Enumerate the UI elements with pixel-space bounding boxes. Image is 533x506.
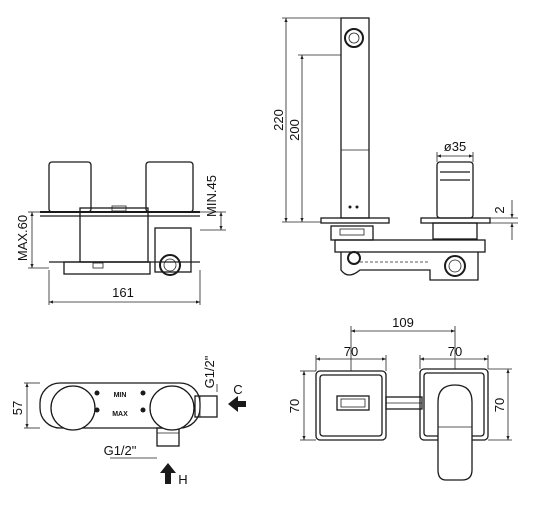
plate-right-handle <box>437 384 473 481</box>
side-outlet-inner <box>448 259 462 273</box>
label-c: C <box>233 382 242 397</box>
top-bottom-connector <box>156 427 180 447</box>
plate-left <box>315 370 387 441</box>
label-min45: MIN.45 <box>204 175 219 217</box>
side-handle-grooves <box>440 171 470 181</box>
side-spout-outlet-inner <box>348 32 360 44</box>
label-dia35: ø35 <box>444 139 466 154</box>
side-inlet-ring <box>347 251 361 265</box>
side-body-slot <box>339 228 365 236</box>
label-70-right: 70 <box>448 344 462 359</box>
label-220: 220 <box>271 109 286 131</box>
side-plate-left <box>320 217 390 224</box>
front-connector <box>154 227 192 273</box>
label-161: 161 <box>112 285 134 300</box>
label-57: 57 <box>10 401 25 415</box>
label-g12-right: G1/2" <box>202 355 217 388</box>
label-200: 200 <box>287 119 302 141</box>
plate-left-inner <box>319 374 383 437</box>
side-handle-nut <box>432 222 478 240</box>
front-foot-slot <box>92 262 104 269</box>
label-2: 2 <box>492 206 507 213</box>
h-arrow-icon <box>160 463 176 484</box>
front-outlet-ring <box>159 254 181 276</box>
label-109: 109 <box>392 315 414 330</box>
front-left-handle <box>48 161 92 213</box>
top-screw <box>94 390 100 396</box>
side-spout-outlet <box>344 28 364 48</box>
top-right-circle <box>149 385 195 431</box>
side-spout <box>340 17 370 219</box>
top-screw <box>140 407 146 413</box>
side-outlet-ring <box>444 255 466 277</box>
top-view: MIN MAX 57 G1/2" C G1/2" H <box>10 355 246 487</box>
side-plate-right <box>420 217 491 224</box>
top-left-circle <box>50 385 96 431</box>
side-handle <box>436 161 474 219</box>
label-g12-bottom: G1/2" <box>104 443 137 458</box>
label-70-vert-right: 70 <box>492 398 507 412</box>
front-foot <box>63 261 151 275</box>
side-screw <box>355 205 359 209</box>
label-h: H <box>178 472 187 487</box>
c-arrow-icon <box>228 396 246 412</box>
top-right-connector <box>194 395 218 418</box>
side-body-bar <box>334 239 486 253</box>
label-70-vert-left: 70 <box>287 399 302 413</box>
top-screw <box>140 390 146 396</box>
label-min-marking: MIN <box>114 392 127 399</box>
label-70-left: 70 <box>344 344 358 359</box>
plates-view: 109 70 70 70 70 <box>287 315 512 481</box>
plate-left-spout-inner <box>340 398 366 408</box>
label-max60: MAX.60 <box>15 215 30 261</box>
front-outlet-inner <box>163 258 177 272</box>
side-body-lower <box>340 252 479 281</box>
side-body-top <box>330 225 374 241</box>
side-view: 220 200 ø35 2 <box>271 17 518 281</box>
front-cap <box>111 205 127 212</box>
side-screw <box>348 205 352 209</box>
label-max-marking: MAX <box>112 411 128 418</box>
top-screw <box>94 407 100 413</box>
front-right-handle <box>145 161 194 213</box>
plate-left-spout <box>336 395 370 411</box>
front-view: MAX.60 MIN.45 161 <box>15 161 226 305</box>
